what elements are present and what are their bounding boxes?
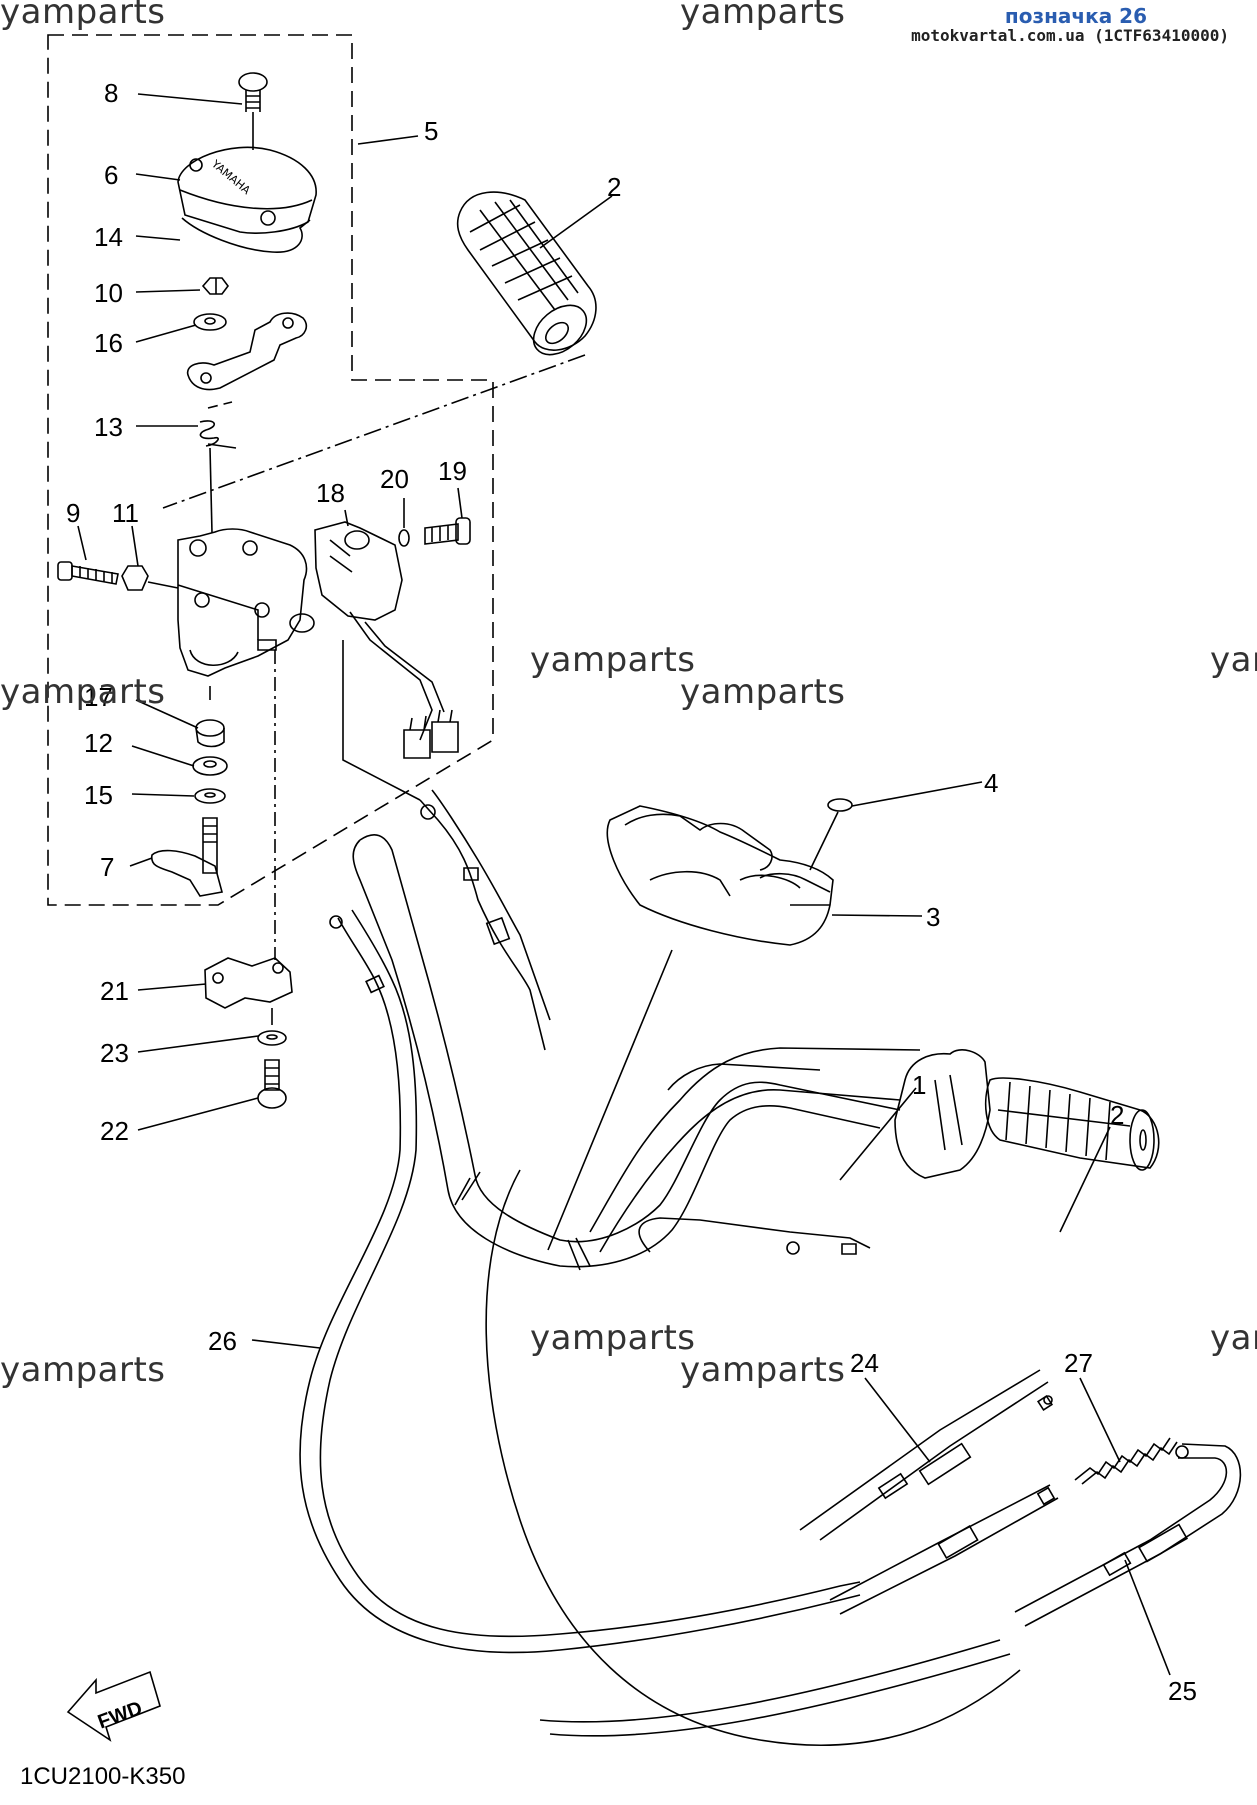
washer-15: [195, 789, 225, 803]
part-number: 26: [208, 1326, 237, 1356]
part-number: 2: [1110, 1100, 1124, 1130]
spring-27: [1075, 1438, 1177, 1484]
throttle-cable: [639, 1218, 870, 1254]
cable-26: [300, 910, 860, 1652]
part-number: 17: [84, 682, 113, 712]
watermark: yamparts: [680, 1350, 846, 1390]
cap-4: [828, 799, 852, 811]
watermark: yamparts: [680, 0, 846, 32]
part-number: 11: [112, 498, 139, 528]
washer-12: [193, 757, 227, 775]
cable-loop-right: [486, 1170, 1020, 1745]
washer-16: [194, 314, 226, 330]
watermark: yamparts: [0, 1350, 166, 1390]
part-number: 13: [94, 412, 123, 442]
nut-11: [122, 566, 148, 590]
diagram-subtitle: motokvartal.com.ua (1CTF63410000): [911, 26, 1229, 45]
part-number: 15: [84, 780, 113, 810]
washer-23: [258, 1031, 286, 1045]
lever-plate: [188, 313, 307, 389]
part-number: 22: [100, 1116, 129, 1146]
fwd-label: FWD: [95, 1697, 145, 1733]
part-number: 27: [1064, 1348, 1093, 1378]
clamp-21: [205, 958, 292, 1008]
lever-7: [152, 818, 222, 896]
part-number: 25: [1168, 1676, 1197, 1706]
watermark: yamparts: [530, 1318, 696, 1358]
diagram-title: позначка 26: [1004, 4, 1147, 28]
watermark: yamparts: [530, 640, 696, 680]
cable-middle: [830, 1485, 1058, 1614]
washer-20: [399, 530, 409, 546]
part-number: 14: [94, 222, 123, 252]
part-number: 20: [380, 464, 409, 494]
watermark: yar: [1210, 1318, 1257, 1358]
diagram-code: 1CU2100-K350: [20, 1763, 186, 1790]
watermark: yamparts: [0, 0, 166, 32]
leader-lines: [78, 94, 1170, 1675]
cover-6: [178, 147, 316, 233]
nut-17: [196, 686, 224, 747]
handlebar-tube: [353, 835, 900, 1270]
part-number: 4: [984, 768, 998, 798]
fwd-arrow: [68, 1672, 160, 1740]
watermark: yamparts: [680, 672, 846, 712]
part-number: 9: [66, 498, 80, 528]
watermark: yar: [1210, 640, 1257, 680]
watermark: yamparts: [0, 672, 166, 712]
cable-24: [800, 1370, 1052, 1540]
part-number: 2: [607, 172, 621, 202]
part-number: 16: [94, 328, 123, 358]
gasket-14: [182, 218, 310, 252]
assembly-outline: [48, 35, 493, 905]
screw-8: [239, 73, 267, 150]
part-number: 18: [316, 478, 345, 508]
spring-13: [200, 402, 236, 448]
handguard-3: [607, 806, 833, 945]
screw-19: [425, 518, 470, 544]
cable-top: [420, 790, 550, 1050]
grip-2-bottom: [895, 1050, 1159, 1178]
nut-10: [203, 278, 228, 294]
part-number: 21: [100, 976, 129, 1006]
part-number: 3: [926, 902, 940, 932]
part-number: 10: [94, 278, 123, 308]
screw-22: [258, 1060, 286, 1108]
part-number: 8: [104, 78, 118, 108]
cable-25: [540, 1444, 1240, 1736]
part-number: 12: [84, 728, 113, 758]
brand-mark: YAMAHA: [208, 157, 253, 198]
screw-9: [58, 562, 118, 584]
part-number: 6: [104, 160, 118, 190]
part-number: 1: [912, 1070, 926, 1100]
part-number: 5: [424, 116, 438, 146]
part-number: 23: [100, 1038, 129, 1068]
handlebar-1: [590, 1048, 920, 1252]
grip-axis-line: [163, 355, 585, 508]
part-numbers: 8 6 14 10 16 13 5 2 9 11 18 20 19 17 12 …: [66, 78, 1197, 1734]
grip-2-top: [458, 192, 596, 364]
part-number: 7: [100, 852, 114, 882]
part-number: 24: [850, 1348, 879, 1378]
switch-housing: [178, 529, 314, 676]
part-number: 19: [438, 456, 467, 486]
switch-18: [315, 522, 458, 758]
